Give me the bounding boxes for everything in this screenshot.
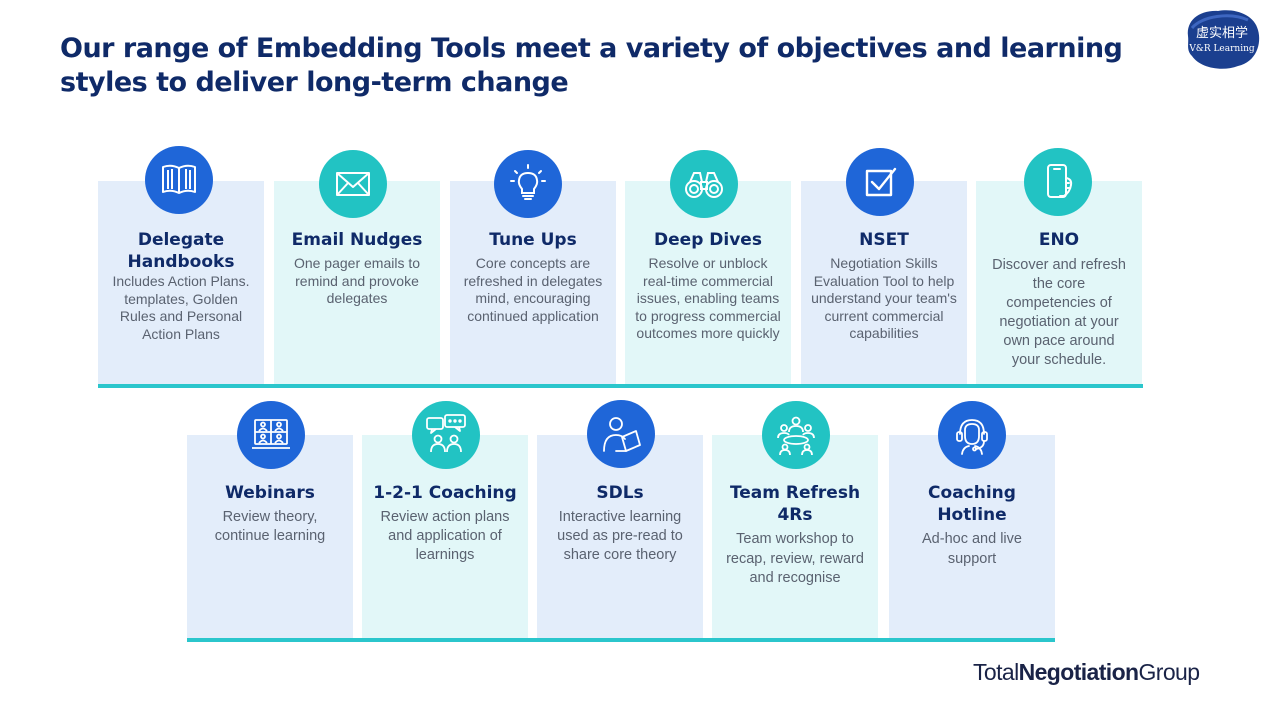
vr-learning-logo: 虚实相学 V&R Learning <box>1182 6 1262 72</box>
card-tune-ups: Tune Ups Core concepts are refreshed in … <box>450 181 616 386</box>
card-title: ENO <box>1038 230 1080 250</box>
card-title: 1-2-1 Coaching <box>373 483 517 503</box>
card-title: Team Refresh 4Rs <box>729 483 861 525</box>
headset-icon <box>938 401 1006 469</box>
card-sdls: SDLs Interactive learning used as pre-re… <box>537 435 703 640</box>
card-team-refresh-4rs: Team Refresh 4Rs Team workshop to recap,… <box>712 435 878 640</box>
footer-brand-logo: TotalNegotiationGroup <box>973 659 1200 686</box>
card-description: One pager emails to remind and provoke d… <box>293 255 421 306</box>
row1-divider <box>98 384 1143 388</box>
card-webinars: Webinars Review theory, continue learnin… <box>187 435 353 640</box>
chat-people-icon <box>412 401 480 469</box>
card-title: Email Nudges <box>291 230 423 250</box>
brand-part-negotiation: Negotiation <box>1018 659 1139 685</box>
card-description: Discover and refresh the core competenci… <box>992 257 1126 368</box>
reader-icon <box>587 400 655 468</box>
card-delegate-handbooks: Delegate Handbooks Includes Action Plans… <box>98 181 264 386</box>
checkbox-icon <box>846 148 914 216</box>
card-description: Review theory, continue learning <box>214 509 326 544</box>
envelope-icon <box>319 150 387 218</box>
binoculars-icon <box>670 150 738 218</box>
card-description: Negotiation Skills Evaluation Tool to he… <box>811 255 957 341</box>
logo-chinese-text: 虚实相学 <box>1196 25 1248 41</box>
card-title: Deep Dives <box>654 230 762 250</box>
row2-divider <box>187 638 1055 642</box>
mobile-icon <box>1024 148 1092 216</box>
card-title: Coaching Hotline <box>928 483 1016 525</box>
card-description: Ad-hoc and live support <box>922 531 1022 567</box>
card-description: Includes Action Plans. templates, Golden… <box>112 273 250 342</box>
page-title: Our range of Embedding Tools meet a vari… <box>60 33 1123 98</box>
brand-part-group: Group <box>1138 659 1200 685</box>
card-email-nudges: Email Nudges One pager emails to remind … <box>274 181 440 386</box>
card-description: Resolve or unblock real-time commercial … <box>635 255 781 341</box>
card-description: Core concepts are refreshed in delegates… <box>463 255 603 324</box>
card-title: Webinars <box>225 483 315 503</box>
card-title: SDLs <box>596 483 644 503</box>
lightbulb-icon <box>494 150 562 218</box>
brand-part-total: Total <box>973 659 1019 685</box>
card-description: Review action plans and application of l… <box>380 509 510 563</box>
card-description: Interactive learning used as pre-read to… <box>557 509 683 563</box>
card-coaching-hotline: Coaching Hotline Ad-hoc and live support <box>889 435 1055 640</box>
card-1-2-1-coaching: 1-2-1 Coaching Review action plans and a… <box>362 435 528 640</box>
card-description: Team workshop to recap, review, reward a… <box>726 531 864 586</box>
logo-english-text: V&R Learning <box>1188 44 1255 54</box>
card-deep-dives: Deep Dives Resolve or unblock real-time … <box>625 181 791 386</box>
card-title: NSET <box>859 230 909 250</box>
book-icon <box>145 146 213 214</box>
card-title: Tune Ups <box>489 230 577 250</box>
card-title: Delegate Handbooks <box>127 230 235 272</box>
video-call-icon <box>237 401 305 469</box>
team-icon <box>762 401 830 469</box>
